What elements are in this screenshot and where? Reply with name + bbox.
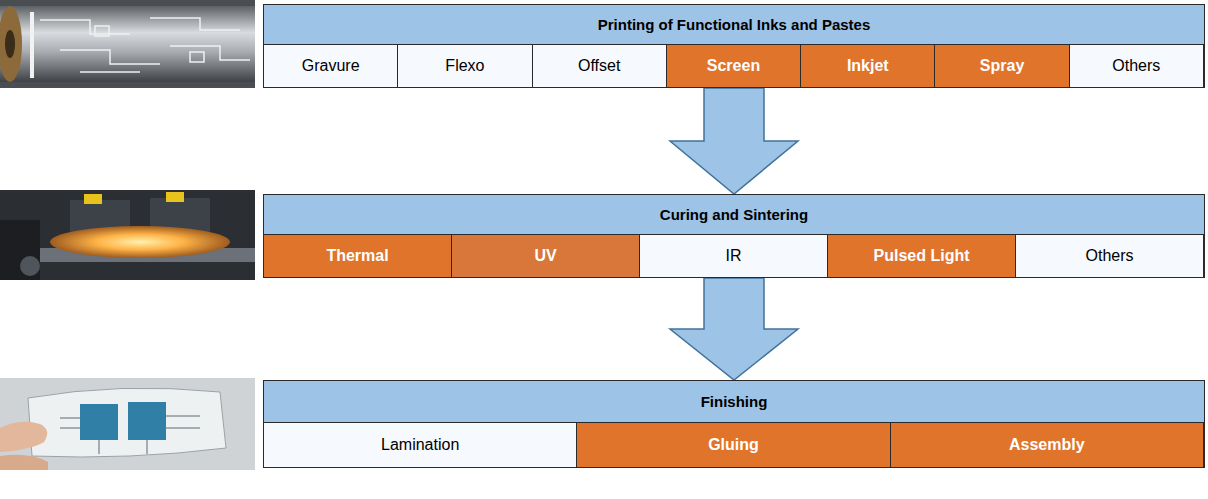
method-cell: Offset [532, 44, 667, 88]
method-cell: Others [1015, 234, 1204, 278]
finger [0, 422, 47, 452]
band-header: Finishing [264, 381, 1204, 422]
photo-ground [0, 190, 255, 280]
circuit-chip [128, 402, 166, 440]
method-label: Thermal [326, 247, 388, 265]
method-cell: Flexo [397, 44, 532, 88]
method-label: Gluing [708, 436, 759, 454]
circuit-pattern [40, 18, 250, 72]
thumb [0, 455, 48, 470]
photo-ground [0, 378, 255, 470]
method-label: Gravure [302, 57, 360, 75]
method-label: IR [726, 247, 742, 265]
method-cell: Lamination [263, 422, 577, 468]
stage-band: FinishingLamination Gluing Assembly [263, 380, 1205, 468]
method-label: UV [534, 247, 556, 265]
method-cell: Gluing [576, 422, 890, 468]
yellow-light [84, 194, 102, 204]
method-label: Screen [707, 57, 760, 75]
wheel [20, 256, 40, 276]
flexible-film [28, 388, 226, 457]
circuit-traces [60, 416, 200, 454]
stage-band: Curing and SinteringThermal UV IR Pulsed Li… [263, 194, 1205, 278]
stage-band: Printing of Functional Inks and PastesGr… [263, 4, 1205, 88]
printing-photo [0, 0, 255, 88]
roller-end [0, 6, 22, 82]
method-cell: Inkjet [800, 44, 935, 88]
method-cell: Assembly [890, 422, 1204, 468]
stage-title: Curing and Sintering [660, 206, 808, 223]
flow-arrow [670, 88, 798, 194]
method-label: Spray [980, 57, 1024, 75]
paper-web [30, 12, 34, 78]
flow-arrow [670, 278, 798, 380]
yellow-light [166, 192, 184, 202]
method-label: Pulsed Light [874, 247, 970, 265]
roller-axle [5, 30, 15, 58]
band-header: Curing and Sintering [264, 195, 1204, 234]
roller [0, 6, 255, 82]
method-label: Offset [578, 57, 620, 75]
finishing-photo [0, 378, 255, 470]
method-label: Inkjet [847, 57, 889, 75]
heat-glow [50, 226, 230, 258]
method-cell: Others [1069, 44, 1204, 88]
stage-title: Printing of Functional Inks and Pastes [598, 16, 871, 33]
method-cell: Gravure [263, 44, 398, 88]
method-cell: IR [639, 234, 828, 278]
band-header: Printing of Functional Inks and Pastes [264, 5, 1204, 44]
method-label: Others [1112, 57, 1160, 75]
method-cell: Thermal [263, 234, 452, 278]
method-label: Others [1085, 247, 1133, 265]
method-cell: Screen [666, 44, 801, 88]
method-label: Flexo [445, 57, 484, 75]
method-cell: Spray [934, 44, 1069, 88]
stage-title: Finishing [701, 393, 768, 410]
method-cell: UV [451, 234, 640, 278]
method-label: Assembly [1009, 436, 1085, 454]
method-label: Lamination [381, 436, 459, 454]
curing-photo [0, 190, 255, 280]
circuit-chip [80, 404, 118, 440]
machine-frame [0, 220, 40, 280]
photo-ground [0, 0, 255, 88]
method-cell: Pulsed Light [827, 234, 1016, 278]
